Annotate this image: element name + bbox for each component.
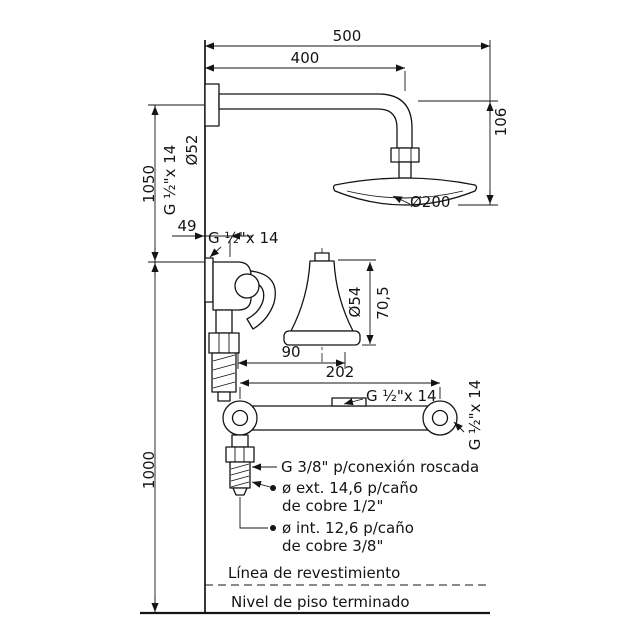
- stem-nut: [225, 446, 255, 463]
- stem-tip: [232, 487, 248, 496]
- floor-line-label: Nivel de piso terminado: [231, 593, 410, 611]
- valve-tip: [217, 391, 231, 402]
- inlet-bracket: [222, 397, 458, 496]
- inner-pipe-note-line1: ø int. 12,6 p/caño: [282, 519, 414, 537]
- inner-pipe-note-line2: de cobre 3/8": [282, 537, 383, 555]
- dim-90-label: 90: [281, 343, 300, 361]
- outer-pipe-note-line1: ø ext. 14,6 p/caño: [282, 479, 418, 497]
- valve-thread-leader: [209, 246, 222, 258]
- shower-arm-assembly: [204, 83, 478, 206]
- valve-collar: [215, 309, 233, 334]
- bracket-right-thread-label: G ½"x 14: [466, 380, 484, 451]
- dia-200-label: Ø200: [410, 193, 450, 211]
- escutcheon-bell: [290, 260, 354, 332]
- bracket-center-leader: [343, 398, 364, 406]
- valve-thread-label: G ½"x 14: [208, 229, 279, 247]
- valve-nut: [208, 332, 240, 354]
- dimension-lines: [148, 40, 498, 613]
- valve-thread: [211, 352, 237, 393]
- g38-note: G 3/8" p/conexión roscada: [281, 458, 479, 476]
- inner-pipe-bullet: [270, 525, 276, 531]
- dim-500-label: 500: [333, 27, 362, 45]
- bracket-right-leader: [453, 421, 465, 433]
- valve-spout: [246, 270, 276, 330]
- arm-nut: [390, 147, 420, 163]
- dia-52-label: Ø52: [183, 135, 201, 166]
- shower-arm-pipe: [218, 93, 413, 149]
- dim-106-label: 106: [492, 108, 510, 137]
- dia-200-leader: [392, 195, 411, 205]
- bracket-center-thread-label: G ½"x 14: [366, 387, 437, 405]
- bracket-bar: [239, 405, 441, 431]
- dim-400-label: 400: [291, 49, 320, 67]
- head-stem: [398, 161, 412, 179]
- wall-and-reference-lines: [140, 40, 490, 615]
- escutcheon-section: [283, 248, 361, 362]
- dia-54-label: Ø54: [346, 287, 364, 318]
- outer-pipe-note-line2: de cobre 1/2": [282, 497, 383, 515]
- mixer-valve: [204, 257, 276, 402]
- escutcheon-stub: [314, 252, 330, 262]
- dim-202-label: 202: [326, 363, 355, 381]
- shower-head: [332, 177, 478, 206]
- wall-flange: [204, 83, 220, 127]
- dim-49-label: 49: [177, 217, 196, 235]
- escutcheon-base: [283, 330, 361, 346]
- outer-pipe-leader: [251, 480, 271, 488]
- valve-wall-plate: [204, 257, 214, 303]
- inner-pipe-leader: [239, 497, 268, 529]
- finish-line-label: Línea de revestimiento: [228, 564, 400, 582]
- arm-thread-label: G ½"x 14: [161, 145, 179, 216]
- dim-1000-label: 1000: [140, 451, 158, 489]
- valve-joint: [234, 273, 260, 299]
- dim-1050-label: 1050: [140, 165, 158, 203]
- labels: 500 400 106 Ø52 G ½"x 14 1050 1000 Ø200 …: [140, 27, 510, 611]
- outer-pipe-bullet: [270, 485, 276, 491]
- stem-collar: [231, 434, 249, 448]
- dim-70-5-label: 70,5: [374, 286, 392, 319]
